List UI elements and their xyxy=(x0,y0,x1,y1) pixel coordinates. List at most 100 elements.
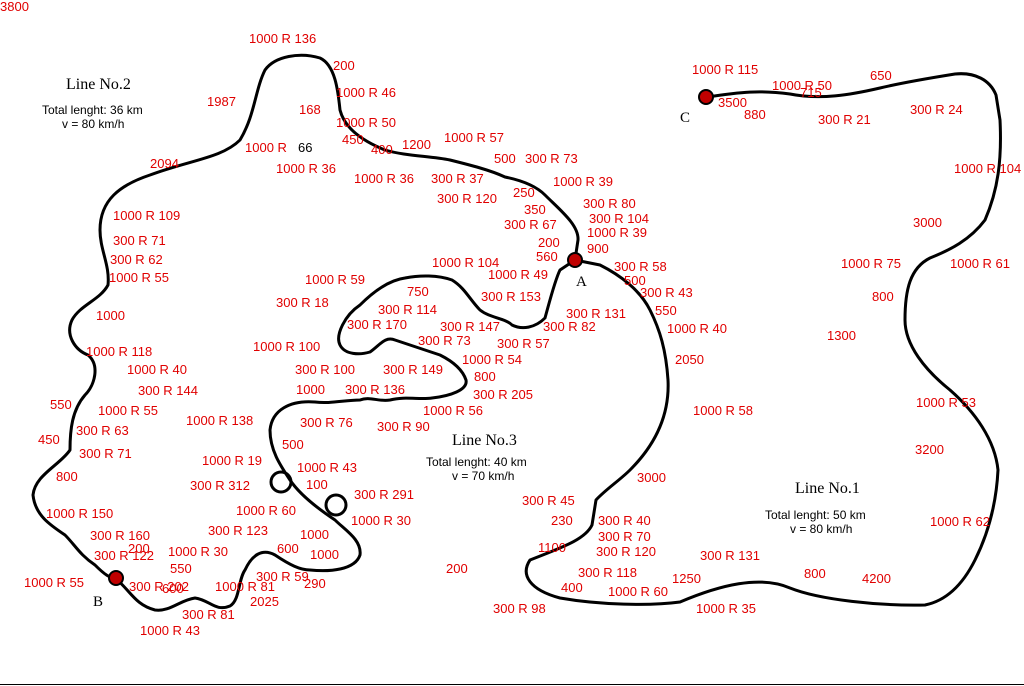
curve-label: 1000 R 36 xyxy=(276,161,336,176)
line-2-track xyxy=(31,53,580,612)
curve-label: 500 xyxy=(494,151,516,166)
curve-label: 1000 R 109 xyxy=(113,208,181,223)
curve-label: 3500 xyxy=(718,95,747,110)
curve-label: 1000 R 136 xyxy=(249,31,317,46)
curve-label: 1100 xyxy=(538,540,566,555)
curve-label: 300 R 131 xyxy=(566,306,626,321)
curve-label: 500 xyxy=(282,437,304,452)
station-a-marker xyxy=(567,252,583,268)
curve-label: 1000 R 50 xyxy=(336,115,396,130)
curve-label: 168 xyxy=(299,102,321,117)
curve-label: 300 R 57 xyxy=(497,336,550,351)
curve-label: 300 R 37 xyxy=(431,171,484,186)
curve-label: 1000 R 59 xyxy=(305,272,365,287)
curve-label: 1000 R 104 xyxy=(432,255,500,270)
station-a-label: A xyxy=(576,274,587,290)
curve-label: 1000 R 55 xyxy=(24,575,84,590)
curve-label: 1000 R 115 xyxy=(692,62,759,77)
curve-label: 300 R 73 xyxy=(525,151,578,166)
line-1-speed: v = 80 km/h xyxy=(790,522,853,536)
curve-label: 1000 R 39 xyxy=(587,225,647,240)
curve-label: 1000 R 138 xyxy=(186,413,254,428)
curve-label: 550 xyxy=(655,303,677,318)
curve-label: 900 xyxy=(587,241,609,256)
curve-label: 300 R 59 xyxy=(256,569,309,584)
line-2-length: Total lenght: 36 km xyxy=(42,103,143,117)
curve-label: 1000 R 50 xyxy=(772,78,832,93)
curve-label: 200 xyxy=(128,541,150,556)
curve-label: 300 R 98 xyxy=(493,601,546,616)
curve-label: 400 xyxy=(561,580,583,595)
curve-label: 1000 R 62 xyxy=(930,514,990,529)
curve-label: 300 R 63 xyxy=(76,423,129,438)
curve-label: 300 R 120 xyxy=(437,191,497,206)
curve-label: 500 xyxy=(624,273,646,288)
curve-label: 300 R 71 xyxy=(113,233,166,248)
curve-label: 2050 xyxy=(675,352,704,367)
curve-label: 300 R 45 xyxy=(522,493,575,508)
curve-label: 400 xyxy=(371,142,393,157)
curve-label: 1000 R 53 xyxy=(916,395,976,410)
curve-label: 1000 R 19 xyxy=(202,453,262,468)
curve-label: 300 R 131 xyxy=(700,548,760,563)
curve-label: 300 R 73 xyxy=(418,333,471,348)
curve-label: 300 R 170 xyxy=(347,317,407,332)
curve-label: 1000 R 39 xyxy=(553,174,613,189)
curve-label: 1000 R 75 xyxy=(841,256,901,271)
curve-label: 200 xyxy=(333,58,355,73)
curve-label: 800 xyxy=(872,289,894,304)
curve-label: 1000 R 57 xyxy=(444,130,504,145)
curve-label: 1000 R 54 xyxy=(462,352,522,367)
curve-label: 1000 R 150 xyxy=(46,506,114,521)
curve-label: 1250 xyxy=(672,571,701,586)
curve-label: 300 R 82 xyxy=(543,319,596,334)
curve-label: 300 R 312 xyxy=(190,478,250,493)
curve-label: 450 xyxy=(38,432,60,447)
curve-label: 300 R 43 xyxy=(640,285,693,300)
curve-label: 600 xyxy=(162,581,184,596)
curve-label: 750 xyxy=(407,284,429,299)
station-b-label: B xyxy=(93,594,104,610)
station-b-marker xyxy=(108,570,124,586)
curve-label: 1000 R 55 xyxy=(109,270,169,285)
curve-label: 550 xyxy=(170,561,192,576)
curve-label: 300 R 122 xyxy=(94,548,154,563)
curve-label: 800 xyxy=(804,566,826,581)
curve-label: 1000 xyxy=(96,308,125,323)
curve-label: 1000 R 60 xyxy=(236,503,296,518)
curve-label: 300 R 202 xyxy=(129,579,189,594)
curve-label: 1000 R 100 xyxy=(253,339,321,354)
curve-label: 290 xyxy=(304,576,326,591)
curve-label: 1200 xyxy=(402,137,431,152)
curve-label: 300 R 136 xyxy=(345,382,405,397)
curve-label: 800 xyxy=(56,469,78,484)
curve-label: 300 R 114 xyxy=(378,302,438,317)
curve-label: 300 R 81 xyxy=(182,607,235,622)
curve-label: 1000 R 35 xyxy=(696,601,756,616)
curve-label: 300 R 153 xyxy=(481,289,541,304)
curve-label: 800 xyxy=(474,369,496,384)
curve-label: 1300 xyxy=(827,328,856,343)
curve-label: 1000 xyxy=(310,547,339,562)
curve-label: 200 xyxy=(446,561,468,576)
curve-label: 880 xyxy=(744,107,766,122)
curve-label: 1000 xyxy=(296,382,325,397)
curve-label: 1000 R 46 xyxy=(336,85,396,100)
curve-label: 1000 R 30 xyxy=(168,544,228,559)
curve-label: 650 xyxy=(870,68,892,83)
station-c-marker xyxy=(698,89,714,105)
curve-label: 1000 R 104 xyxy=(954,161,1022,176)
curve-label: 1000 R 55 xyxy=(98,403,158,418)
loop-circle-2 xyxy=(324,493,348,517)
curve-label: 3000 xyxy=(637,470,666,485)
curve-label: 300 R 123 xyxy=(208,523,268,538)
curve-label: 600 xyxy=(277,541,299,556)
bottom-rule xyxy=(0,684,1024,685)
curve-label: 200 xyxy=(538,235,560,250)
curve-label: 300 R 62 xyxy=(110,252,163,267)
curve-label: 4200 xyxy=(862,571,891,586)
curve-label: 300 R 21 xyxy=(818,112,871,127)
curve-label: 1000 R 81 xyxy=(215,579,275,594)
curve-label: 300 R 120 xyxy=(596,544,656,559)
